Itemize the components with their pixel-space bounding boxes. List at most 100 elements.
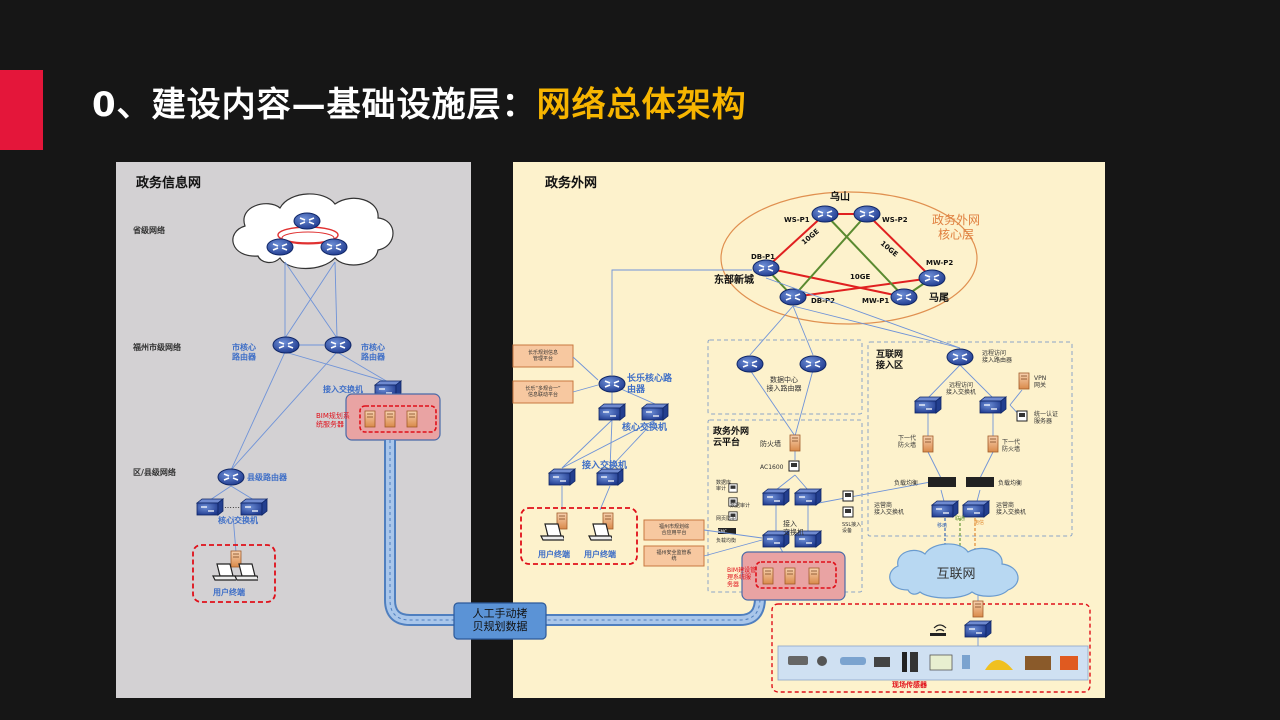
field-switch-icon	[964, 620, 992, 638]
level-provincial-label: 省级网络	[132, 225, 165, 235]
county-router-icon	[217, 468, 245, 486]
server-icon	[406, 410, 418, 428]
ssl-device-icon	[842, 490, 854, 502]
label-line: 接入交换机	[874, 508, 904, 516]
server-icon	[762, 567, 774, 585]
label-line: 接入区	[876, 359, 903, 371]
provincial-router-icon	[293, 212, 321, 230]
lb-left-icon	[928, 477, 956, 487]
label-line: 服务器	[1034, 417, 1052, 425]
ac1600-label: AC1600	[760, 464, 784, 471]
ssl-device-icon	[842, 506, 854, 518]
firewall-label: 防火墙	[760, 439, 781, 448]
label-line: 理系统服	[727, 573, 751, 581]
isp-switch-right-icon	[962, 500, 990, 518]
platform-1-label: 长乐规划信息管理平台	[528, 349, 558, 362]
left-user-terminal-label: 用户终端	[212, 587, 245, 597]
title-prefix: 0、建设内容—基础设施层：	[92, 85, 537, 125]
changle-router-label: 长乐核心路由器	[627, 372, 673, 395]
label-line: 路由器	[361, 352, 386, 362]
label-line: 云平台	[713, 436, 740, 448]
node-mwp2-label: MW-P2	[926, 259, 953, 267]
bim-build-server-label: BIM建设管理系统服务器	[727, 566, 756, 588]
isp-right-label: 运营商接入交换机	[996, 501, 1026, 516]
right-user-terminal-2-label: 用户终端	[583, 549, 616, 559]
carrier-unicom-label: 联通	[955, 515, 965, 522]
level-city-label: 福州市级网络	[132, 342, 181, 352]
node-wsp2-icon	[853, 205, 881, 223]
server-icon	[384, 410, 396, 428]
emc-label: EMC	[718, 529, 727, 534]
provincial-cloud-icon	[232, 193, 394, 269]
firewall-icon	[789, 434, 801, 452]
right-heading: 政务外网	[545, 175, 597, 191]
changle-core-switch-icon	[641, 403, 669, 421]
audit-1-label: 数据库审计	[716, 479, 731, 492]
label-line: 统	[671, 555, 676, 562]
dc-zone	[707, 339, 863, 415]
link-10ge-label: 10GE	[850, 273, 870, 281]
ellipsis-label: ……	[224, 501, 240, 510]
dc-router-icon	[799, 355, 827, 373]
isp-left-label: 运营商接入交换机	[874, 501, 904, 516]
server-icon	[784, 567, 796, 585]
internet-zone-label: 互联网接入区	[876, 348, 903, 371]
remote-router-icon	[946, 348, 974, 366]
ngfw-right-label: 下一代防火墙	[1002, 438, 1020, 453]
node-wsp1-icon	[811, 205, 839, 223]
internet-access-zone	[867, 341, 1073, 537]
label-line: 贝规划数据	[473, 619, 528, 633]
label-line: 审计	[716, 485, 726, 492]
isp-switch-left-icon	[931, 500, 959, 518]
city-core-router-1-icon	[272, 336, 300, 354]
title-highlight: 网络总体架构	[536, 85, 747, 125]
core-links	[765, 213, 933, 298]
right-user-group	[520, 507, 638, 565]
label-line: 信息联动平台	[528, 391, 558, 398]
fuzhou-platform-1-label: 福州市规划综合应用平台	[659, 523, 689, 536]
provincial-router-icon	[320, 238, 348, 256]
label-line: 由器	[627, 383, 646, 395]
node-wsp1-label: WS-P1	[784, 216, 810, 224]
changle-core-switch-label: 核心交换机	[622, 421, 667, 433]
provincial-router-icon	[266, 238, 294, 256]
sensor-icons	[788, 652, 1078, 672]
label-line: 统服务器	[316, 419, 344, 428]
lb-right-label: 负载均衡	[998, 479, 1022, 487]
remote-switch-label: 远程访问接入交换机	[946, 381, 976, 396]
cloud-core-switch-icon	[794, 488, 822, 506]
county-router-label: 县级路由器	[247, 472, 288, 482]
node-mwp2-icon	[918, 269, 946, 287]
platform-box	[512, 344, 574, 368]
ac1600-icon	[788, 460, 800, 472]
node-dbp1-label: DB-P1	[751, 253, 775, 261]
internet-cloud-icon	[889, 543, 1019, 599]
ngfw-left-icon	[922, 435, 934, 453]
core-switch-label: 核心交换机	[218, 515, 258, 525]
city-router-2-label: 市核心路由器	[361, 342, 386, 362]
lb-device-icon	[718, 528, 736, 534]
lb-right-icon	[966, 477, 994, 487]
node-dbp1-icon	[752, 259, 780, 277]
dc-router-icon	[736, 355, 764, 373]
platform-2-label: 长乐“多规合一”信息联动平台	[525, 385, 561, 398]
audit-3-label: 网页防护	[716, 515, 736, 522]
title-accent-bar	[0, 70, 43, 150]
core-layer-label: 政务外网核心层	[932, 212, 980, 241]
label-line: 设备	[842, 527, 852, 534]
changle-access-switch-icon	[596, 468, 624, 486]
cloud-core-switch-icon	[762, 488, 790, 506]
label-line: 接入路由器	[767, 383, 802, 392]
left-user-group	[192, 544, 276, 603]
left-links	[209, 261, 391, 553]
label-line: 接入交换机	[996, 508, 1026, 516]
label-line: 合应用平台	[661, 529, 686, 536]
core-switch-icon	[196, 498, 224, 516]
ssl-device-label: SSL接入设备	[842, 521, 861, 534]
label-line: 防火墙	[1002, 445, 1020, 453]
link-10ge-label: 10GE	[800, 227, 821, 246]
core-layer-ring	[720, 191, 978, 325]
vpn-gateway-icon	[1018, 372, 1030, 390]
carrier-telecom-label: 电信	[974, 519, 984, 526]
remote-switch-icon	[979, 396, 1007, 414]
